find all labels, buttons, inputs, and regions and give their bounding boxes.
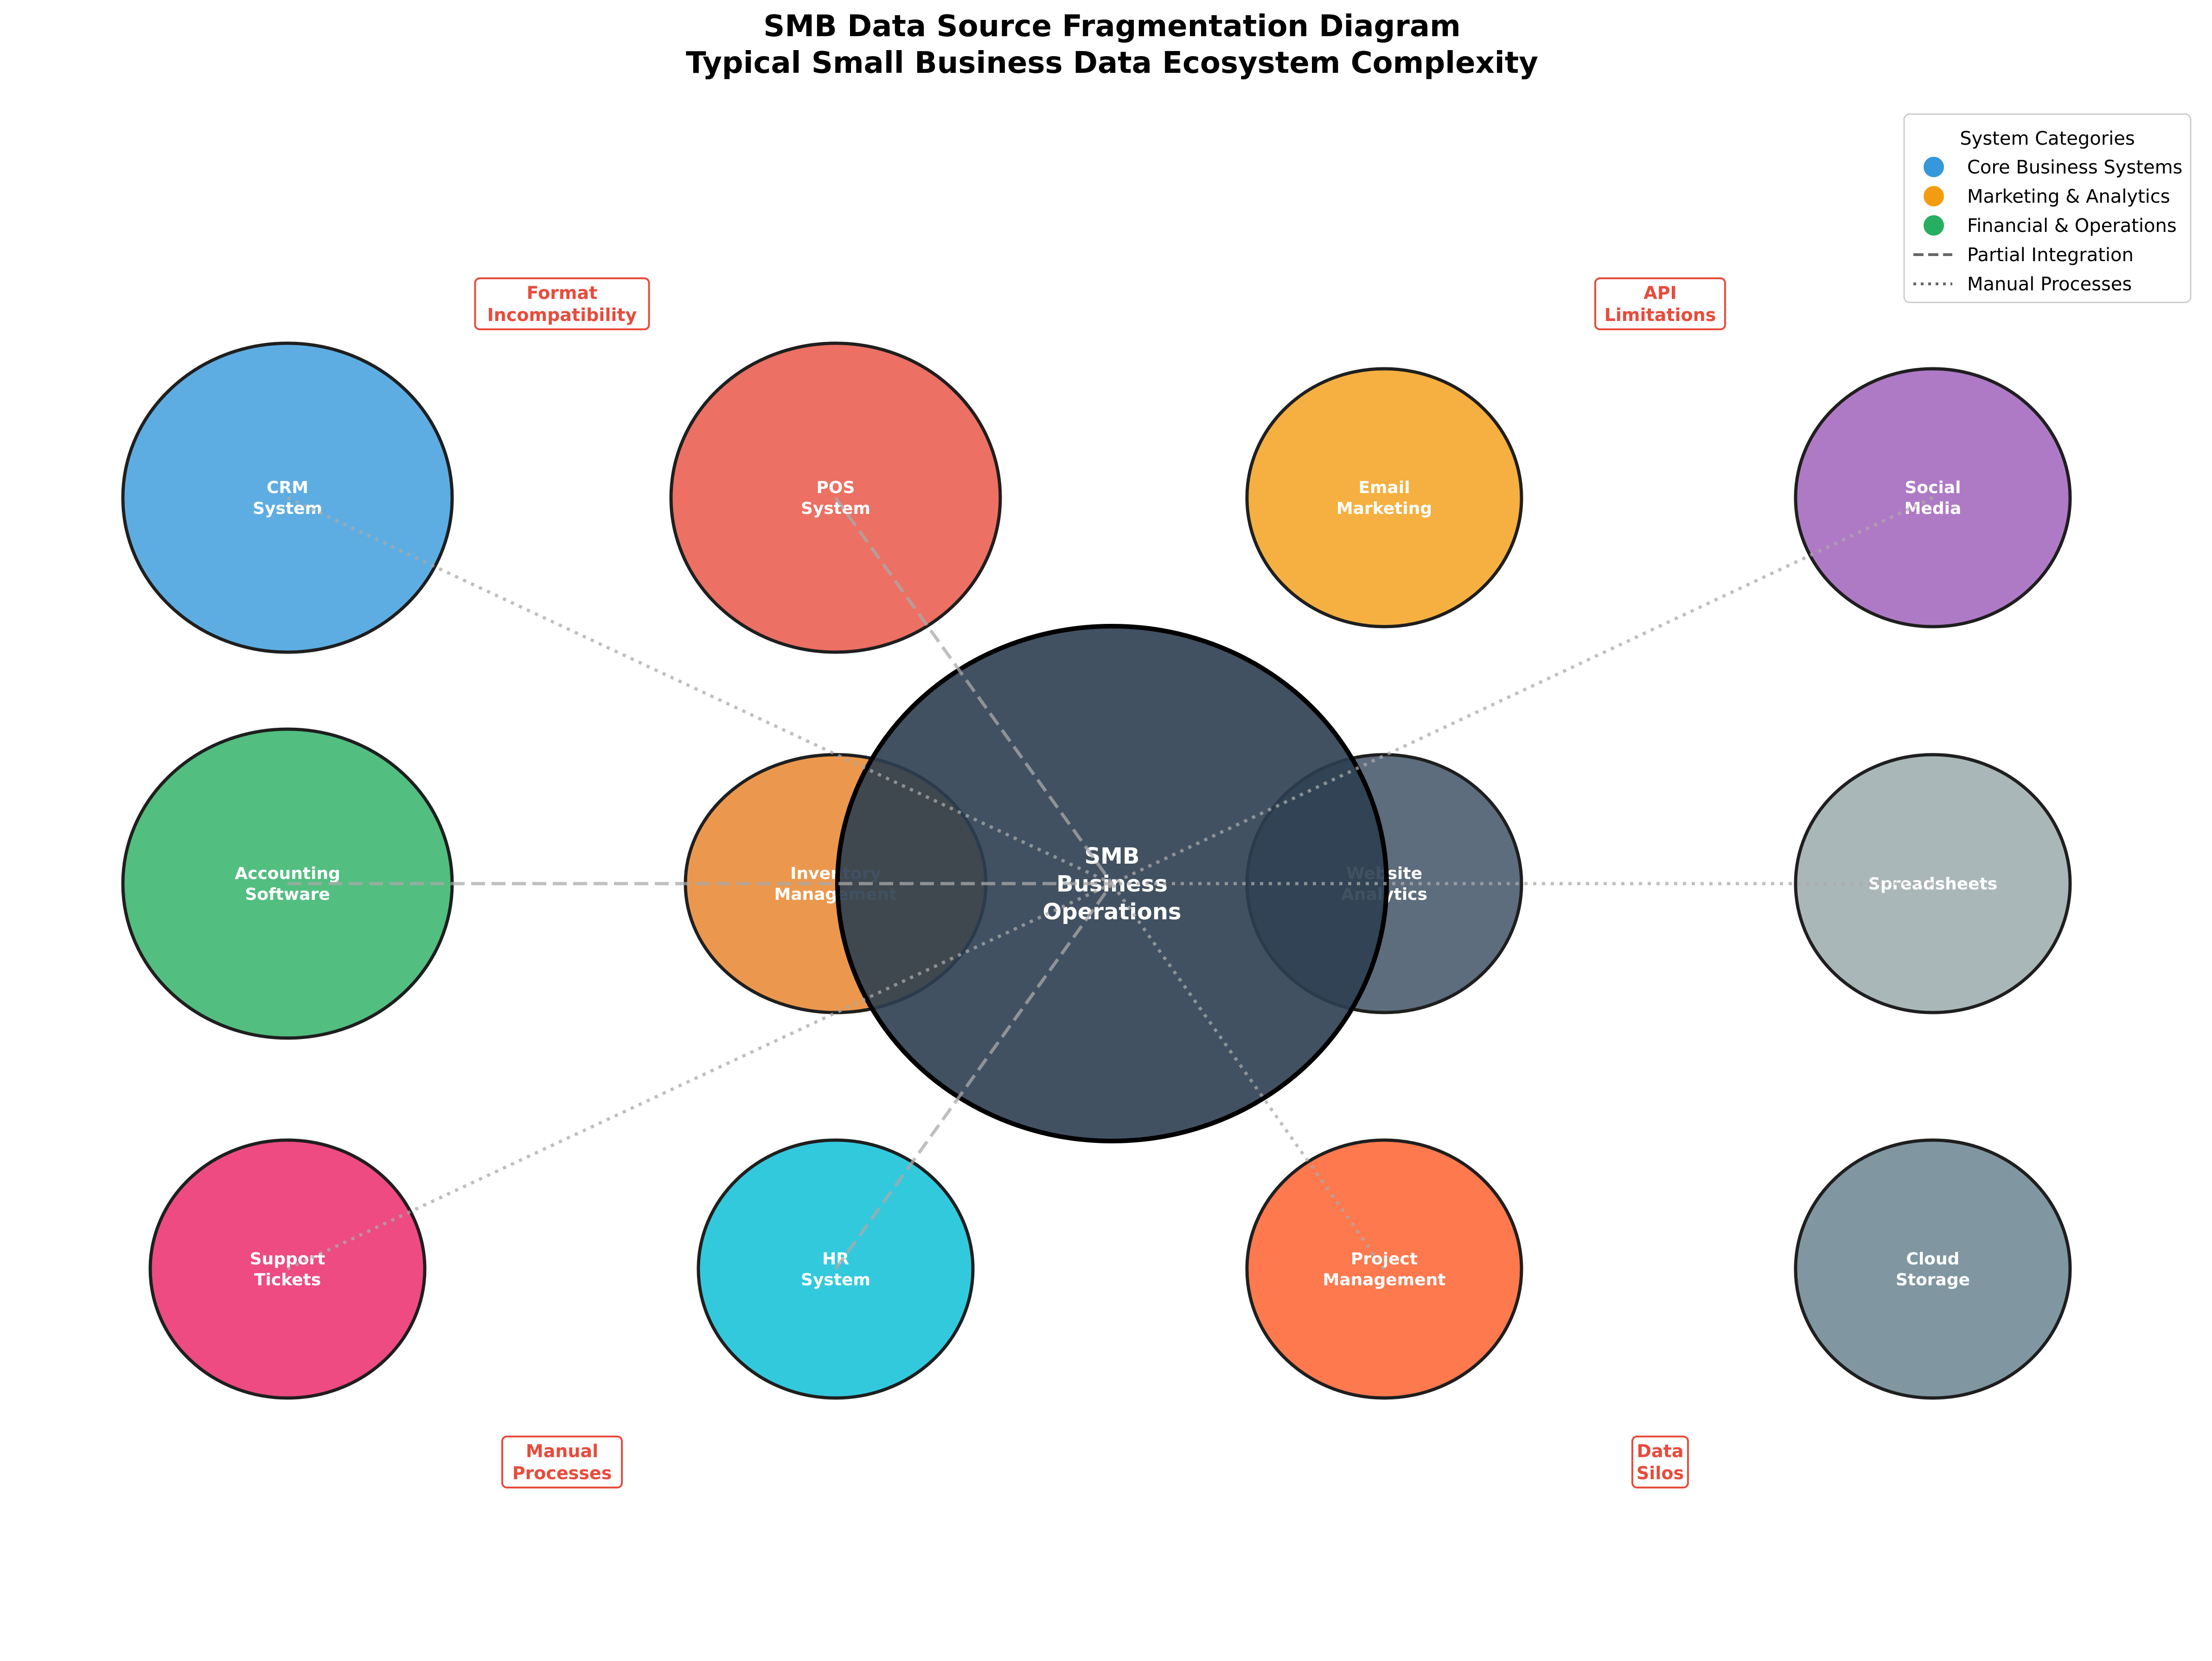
legend-item-1-label: Core Business Systems [1967, 157, 2182, 178]
node-accounting-label-line-2: Software [245, 885, 330, 904]
issue-manual-box [501, 1436, 623, 1488]
issue-manual-label-line-2: Processes [512, 1463, 612, 1483]
issue-format-label-line-1: Format [527, 283, 598, 303]
node-accounting-label-line-1: Accounting [235, 864, 340, 883]
node-social-label-line-1: Social [1905, 478, 1961, 497]
node-project-label-line-1: Project [1351, 1250, 1418, 1269]
node-support-label-line-2: Tickets [254, 1270, 321, 1289]
node-crm-label-line-2: System [253, 499, 322, 518]
connection-hr-partial [834, 882, 1113, 1270]
legend-frame [1903, 113, 2192, 303]
issue-silos-label-line-2: Silos [1637, 1463, 1684, 1483]
issue-silos-box [1631, 1436, 1689, 1488]
diagram-title-line-2: Typical Small Business Data Ecosystem Co… [686, 46, 1538, 80]
issue-api-label-line-2: Limitations [1605, 305, 1716, 325]
node-cloud-label-line-2: Storage [1896, 1270, 1970, 1289]
node-email-label-line-2: Marketing [1336, 499, 1432, 518]
node-pos-label-line-2: System [801, 499, 870, 518]
center-hub-label-line-3: Operations [1043, 899, 1182, 925]
legend-item-2: Marketing & Analytics [1924, 186, 2170, 207]
legend-item-4: Partial Integration [1913, 244, 2134, 266]
legend-item-3: Financial & Operations [1924, 215, 2177, 237]
issue-format-label-line-2: Incompatibility [487, 305, 637, 325]
issue-format-box [474, 277, 650, 330]
legend-item-1: Core Business Systems [1924, 157, 2182, 178]
issue-api-label-line-1: API [1643, 283, 1676, 303]
node-support-label-line-1: Support [250, 1250, 326, 1269]
issue-manual-label-line-1: Manual [526, 1441, 598, 1462]
node-hr-label-line-2: System [801, 1270, 870, 1289]
connection-lines [287, 496, 1934, 1271]
legend-item-4-label: Partial Integration [1967, 244, 2134, 266]
legend-item-5-label: Manual Processes [1967, 274, 2132, 295]
node-crm-label-line-1: CRM [267, 478, 308, 497]
issue-api-box [1594, 277, 1726, 330]
connection-support-manual [287, 882, 1113, 1271]
legend-item-3-marker [1924, 215, 1944, 236]
node-pos-label-line-1: POS [817, 478, 855, 497]
node-social-label-line-2: Media [1905, 499, 1962, 518]
node-project-label-line-2: Management [1323, 1270, 1446, 1289]
connection-social-manual [1111, 496, 1934, 885]
legend-title: System Categories [1960, 128, 2135, 149]
node-email-ellipse [1245, 367, 1523, 628]
node-hr-label-line-1: HR [822, 1250, 849, 1269]
issue-silos-label-line-1: Data [1637, 1441, 1684, 1462]
diagram-title-line-1: SMB Data Source Fragmentation Diagram [763, 9, 1461, 44]
node-email-label-line-1: Email [1358, 478, 1410, 497]
legend: System Categories Core Business SystemsM… [1903, 113, 2192, 303]
legend-item-5: Manual Processes [1913, 274, 2132, 295]
legend-item-3-label: Financial & Operations [1967, 215, 2177, 237]
legend-item-1-marker [1924, 157, 1944, 177]
legend-item-2-marker [1924, 186, 1944, 206]
node-cloud-label-line-1: Cloud [1906, 1250, 1960, 1269]
connection-crm-manual [287, 496, 1113, 885]
legend-item-2-label: Marketing & Analytics [1967, 186, 2170, 207]
connection-pos-partial [834, 496, 1113, 885]
node-cloud-ellipse [1794, 1138, 2072, 1400]
